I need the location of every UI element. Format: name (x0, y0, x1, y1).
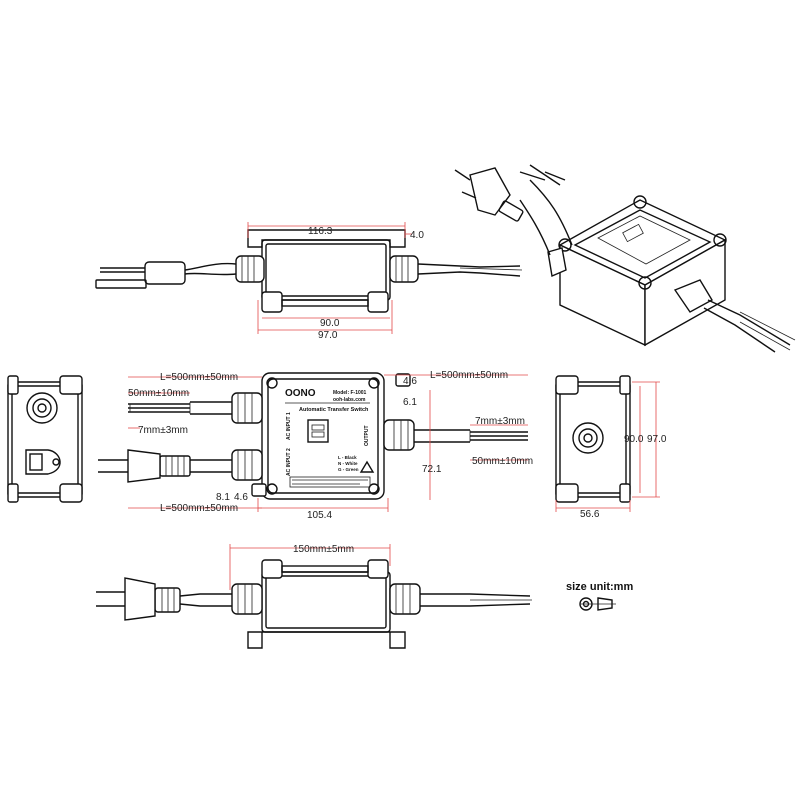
dim-top-outer: 97.0 (318, 330, 338, 341)
ac-input-2-label: AC INPUT 2 (286, 448, 292, 476)
dim-height-72-1: 72.1 (422, 464, 442, 475)
dim-top-width: 116.3 (308, 226, 333, 237)
model-text: Model: F-1001 (333, 390, 367, 396)
dim-side-90: 90.0 (624, 434, 644, 445)
legend-g: G - Green (338, 467, 359, 472)
dim-cable-left-bottom: L=500mm±50mm (160, 503, 238, 514)
legend-n: N - White (338, 461, 358, 466)
brand-logo: OONO (285, 388, 316, 399)
dim-flange-6-1: 6.1 (403, 397, 417, 408)
dim-offset-4-6: 4.6 (234, 492, 248, 503)
dim-width-105-4: 105.4 (307, 510, 332, 521)
dim-cable-left-top: L=500mm±50mm (160, 372, 238, 383)
ac-input-1-label: AC INPUT 1 (286, 412, 292, 440)
units-note: size unit:mm (566, 581, 633, 611)
dim-strip-left: 50mm±10mm (128, 388, 189, 399)
dim-flange-4-6: 4.6 (403, 376, 417, 387)
product-name: Automatic Transfer Switch (299, 407, 369, 413)
dim-top-inner: 90.0 (320, 318, 340, 329)
units-text: size unit:mm (566, 581, 633, 593)
isometric-view (454, 164, 796, 353)
dim-side-depth: 56.6 (580, 509, 600, 520)
left-side-view (7, 375, 83, 503)
dim-strip-right: 50mm±10mm (472, 456, 533, 467)
dim-wire-right: 7mm±3mm (475, 416, 525, 427)
right-side-view: 90.0 97.0 56.6 (555, 375, 667, 520)
dim-offset-8-1: 8.1 (216, 492, 230, 503)
legend-l: L - Black (338, 455, 357, 460)
dim-top-flange: 4.0 (410, 230, 424, 241)
bottom-view: 150mm±5mm (96, 544, 532, 649)
dim-cable-right: L=500mm±50mm (430, 370, 508, 381)
dim-wire-left: 7mm±3mm (138, 425, 188, 436)
dim-side-97: 97.0 (647, 434, 667, 445)
top-view: 116.3 4.0 90.0 97.0 (95, 222, 523, 341)
projection-symbol-icon (579, 597, 616, 611)
output-label: OUTPUT (364, 425, 370, 446)
warning-icon (359, 460, 375, 473)
website-text: ooh-labs.com (333, 397, 366, 403)
front-view: OONO Model: F-1001 ooh-labs.com Automati… (98, 370, 533, 521)
dim-cord-length: 150mm±5mm (293, 544, 354, 555)
